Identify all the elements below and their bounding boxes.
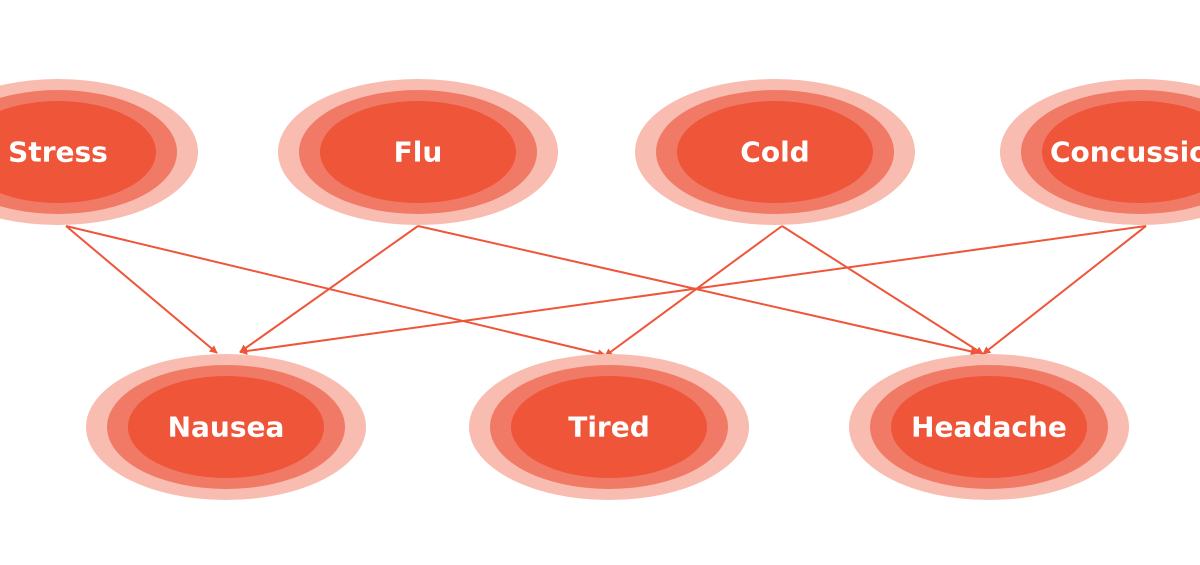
node-label-stress: Stress: [8, 136, 108, 169]
node-label-nausea: Nausea: [168, 411, 285, 444]
node-label-flu: Flu: [394, 136, 443, 169]
edge-concussion-to-nausea: [239, 225, 1147, 355]
edge-flu-to-headache: [417, 225, 979, 356]
node-nausea: Nausea: [86, 354, 366, 500]
node-tired: Tired: [469, 354, 749, 500]
node-label-tired: Tired: [568, 411, 650, 444]
node-concussion: Concussion: [1000, 79, 1200, 225]
edge-flu-to-nausea: [239, 225, 419, 353]
node-headache: Headache: [849, 354, 1129, 500]
node-label-headache: Headache: [911, 411, 1067, 444]
node-flu: Flu: [278, 79, 558, 225]
node-label-concussion: Concussion: [1050, 136, 1200, 169]
edge-stress-to-nausea: [65, 225, 218, 354]
edges: [65, 225, 1147, 358]
edge-stress-to-tired: [65, 225, 606, 358]
node-label-cold: Cold: [740, 136, 809, 169]
edge-cold-to-headache: [781, 225, 984, 355]
node-stress: Stress: [0, 79, 198, 225]
edge-concussion-to-headache: [982, 225, 1147, 355]
edge-cold-to-tired: [604, 225, 783, 357]
node-cold: Cold: [635, 79, 915, 225]
